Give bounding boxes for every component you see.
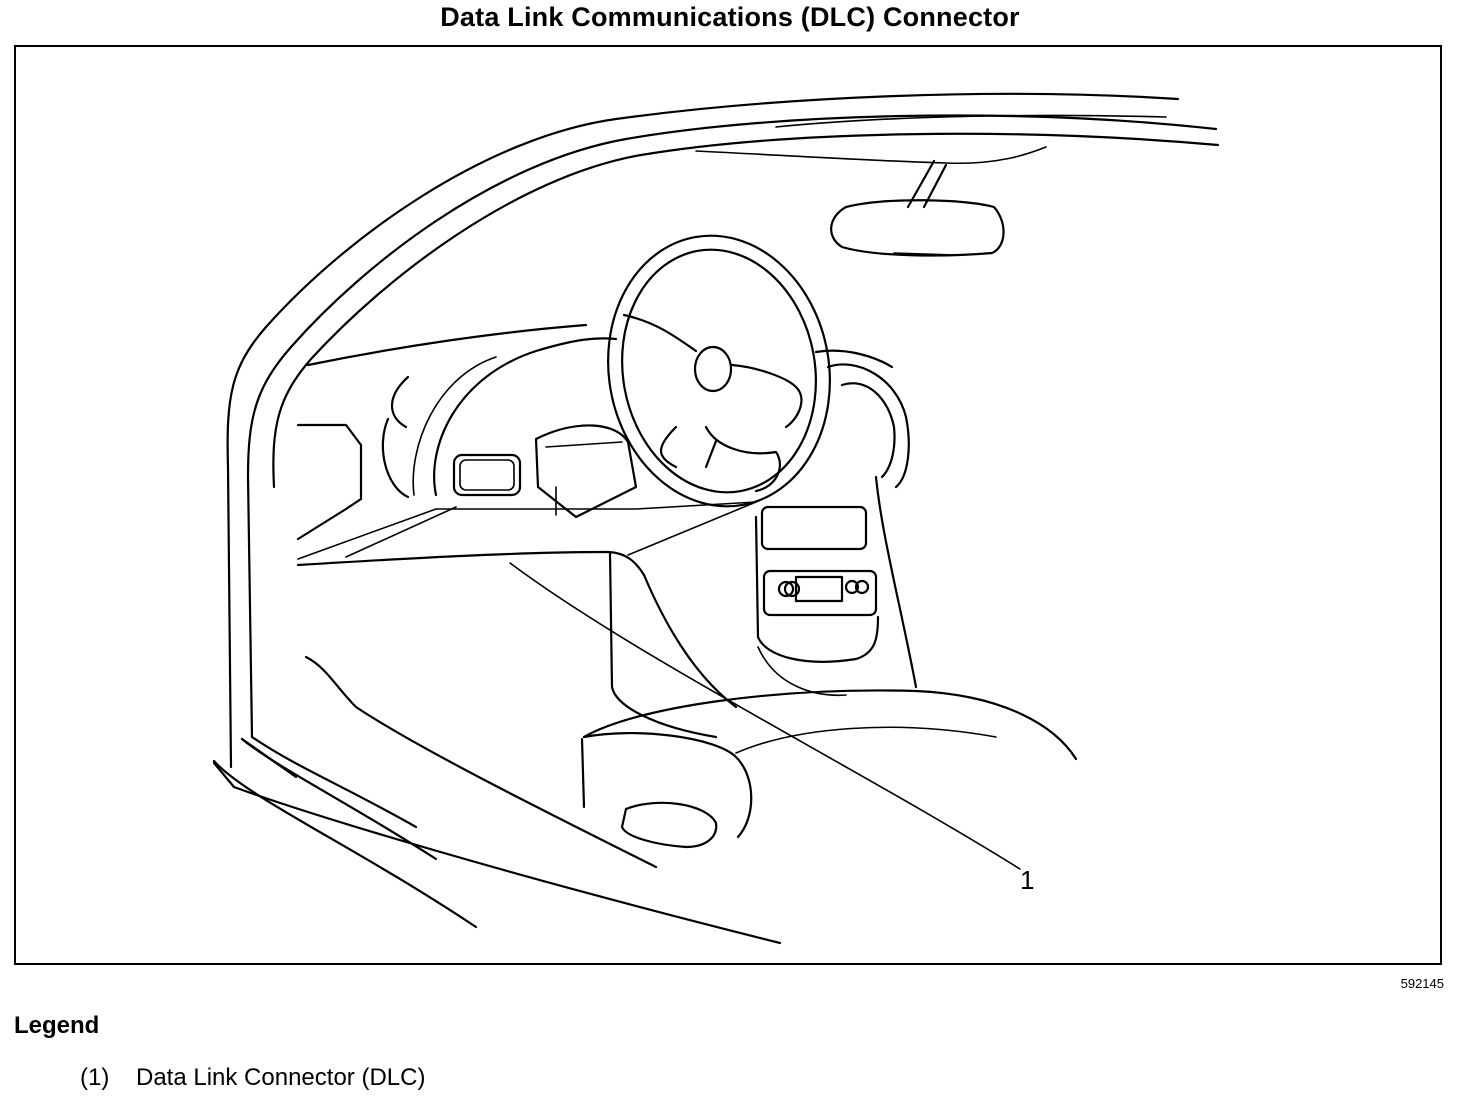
door-sill-2 (212, 761, 782, 945)
right-vent-inner (840, 382, 896, 479)
seat-handle (620, 801, 718, 849)
door-sill-1 (212, 759, 478, 929)
callout-leader-line (509, 562, 1021, 870)
steering-wheel-hub (693, 345, 733, 393)
dash-left-face (296, 423, 363, 541)
center-tunnel-right (642, 573, 738, 709)
seat-cushion-front (580, 732, 753, 839)
climate-knob-right-2 (854, 579, 870, 595)
door-jamb (304, 655, 658, 869)
left-air-vent-inner (459, 459, 515, 491)
steering-wheel-outer (607, 234, 831, 508)
legend-list: (1) Data Link Connector (DLC) (80, 1064, 425, 1092)
door-sill-4 (240, 737, 298, 779)
legend-item: (1) Data Link Connector (DLC) (80, 1064, 425, 1092)
steering-column (659, 425, 718, 469)
cluster-hood-curve (433, 337, 618, 497)
dash-lower-edge (296, 550, 646, 577)
seat-cushion-edge (735, 726, 997, 754)
legend-item-label: Data Link Connector (DLC) (136, 1064, 426, 1091)
left-air-vent (452, 453, 522, 497)
illustration-frame: 1 (14, 45, 1442, 965)
figure-id: 592145 (1400, 976, 1444, 991)
climate-knob-right (844, 579, 860, 595)
a-pillar-inner-1 (246, 114, 1218, 739)
steering-wheel-inner (621, 248, 817, 494)
right-dash-edge (814, 349, 918, 689)
center-tunnel-left (608, 551, 718, 739)
vehicle-interior-illustration: 1 (212, 92, 1220, 945)
steering-spoke-right (730, 363, 803, 429)
climate-control-panel (762, 569, 878, 617)
rearview-mirror (830, 199, 1005, 257)
console-cover (534, 424, 638, 519)
callout-number: 1 (1020, 865, 1034, 895)
center-stack-outline (754, 515, 880, 663)
cluster-hood-left (381, 375, 410, 499)
door-opening-lower (250, 735, 418, 829)
a-pillar-outer (226, 92, 1180, 769)
cluster-hood-inner (412, 356, 497, 496)
windshield-header (695, 146, 1047, 165)
legend-heading: Legend (14, 1012, 100, 1039)
climate-display (794, 575, 844, 603)
climate-knob-left-2 (783, 580, 801, 598)
radio-top-panel (760, 505, 868, 551)
a-pillar-inner-2 (272, 132, 1220, 489)
center-stack-lower (757, 646, 847, 697)
headliner-edge (775, 114, 1167, 128)
floor-console-edge (627, 501, 757, 556)
climate-knob-left (777, 580, 795, 598)
steering-spoke-bottom (704, 425, 782, 493)
dash-lower-shelf (297, 501, 757, 560)
seat-cushion-top (582, 689, 1078, 761)
diagram-title: Data Link Communications (DLC) Connector (440, 2, 1020, 32)
dash-lower-slant (345, 506, 457, 558)
console-cover-line (545, 441, 623, 516)
right-vent-surround (826, 363, 910, 489)
steering-spoke-left (622, 313, 698, 353)
dash-top (306, 323, 588, 367)
legend-item-number: (1) (80, 1064, 110, 1091)
mirror-bottom-line (893, 252, 957, 256)
